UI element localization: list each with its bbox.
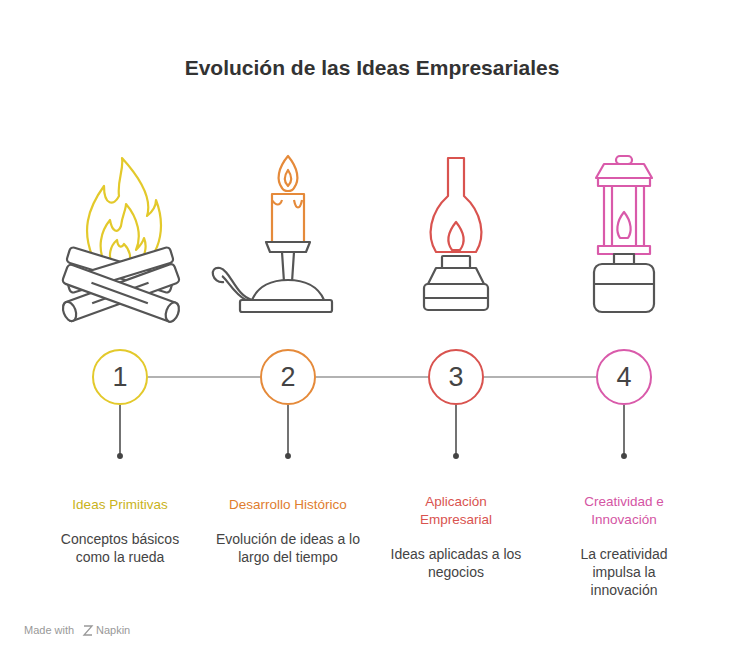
- leader-lines: [118, 405, 626, 458]
- step-heading: Aplicación Empresarial: [397, 493, 515, 529]
- step-circle: 1: [92, 349, 148, 405]
- timeline-connector: [484, 376, 596, 378]
- diagram-title: Evolución de las Ideas Empresariales: [0, 56, 744, 80]
- step-number: 1: [112, 364, 127, 391]
- step-heading: Creatividad e Innovación: [565, 493, 683, 529]
- step-number: 2: [280, 364, 295, 391]
- step-circle: 3: [428, 349, 484, 405]
- step-heading: Desarrollo Histórico: [229, 496, 347, 514]
- timeline-connector: [316, 376, 428, 378]
- timeline-connector: [148, 376, 260, 378]
- step-circle: 4: [596, 349, 652, 405]
- step-description: Evolución de ideas a lo largo del tiempo: [213, 530, 363, 566]
- step-heading: Ideas Primitivas: [61, 496, 179, 514]
- campfire-icon: [61, 158, 182, 324]
- napkin-logo: [84, 626, 92, 635]
- lantern-icon: [594, 156, 654, 312]
- step-description: La creatividad impulsa la innovación: [569, 545, 679, 599]
- watermark: Napkin: [96, 624, 130, 636]
- candle-icon: [213, 156, 332, 312]
- step-description: Ideas aplicadas a los negocios: [381, 545, 531, 581]
- watermark: Made with: [24, 624, 74, 636]
- step-number: 4: [616, 364, 631, 391]
- step-number: 3: [448, 364, 463, 391]
- step-circle: 2: [260, 349, 316, 405]
- step-description: Conceptos básicos como la rueda: [45, 530, 195, 566]
- oil-lamp-icon: [424, 158, 488, 310]
